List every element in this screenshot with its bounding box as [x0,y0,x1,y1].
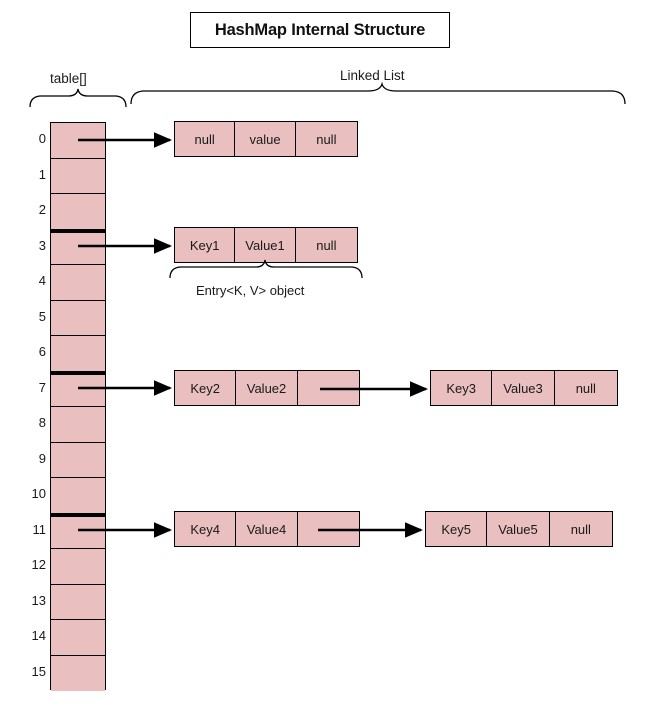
table-cell-14[interactable] [51,620,105,656]
table-cell-12[interactable] [51,549,105,585]
node-bucket0-0[interactable]: null value null [174,121,358,157]
table-cell-6[interactable] [51,336,105,372]
table-index-11: 11 [32,521,47,537]
node-key: Key3 [431,371,493,405]
table-array-label: table[] [50,71,87,86]
node-bucket7-1[interactable]: Key3 Value3 null [430,370,618,406]
node-next: null [549,512,612,546]
node-key: null [175,122,236,156]
table-index-10: 10 [31,486,46,501]
table-cell-8[interactable] [51,407,105,443]
linked-list-brace [130,81,626,105]
table-index-9: 9 [38,450,46,466]
node-next: null [295,228,357,262]
node-value: Value4 [236,512,298,546]
node-value: Value1 [235,228,296,262]
node-key: Key4 [175,512,237,546]
node-next: null [554,371,617,405]
table-brace [29,88,127,108]
node-bucket7-0[interactable]: Key2 Value2 [174,370,360,406]
node-next [297,371,360,405]
diagram-title-box: HashMap Internal Structure [190,12,450,48]
table-array [50,122,106,691]
node-value: Value2 [236,371,298,405]
table-cell-5[interactable] [51,300,105,336]
node-bucket3-0[interactable]: Key1 Value1 null [174,227,358,263]
node-next [297,512,360,546]
table-cell-13[interactable] [51,584,105,620]
table-index-8: 8 [38,415,46,430]
table-index-1: 1 [38,166,46,182]
node-value: Value3 [492,371,555,405]
node-value: Value5 [487,512,550,546]
node-value: value [235,122,296,156]
table-index-12: 12 [31,557,46,572]
table-index-14: 14 [31,628,46,643]
node-key: Key5 [426,512,488,546]
table-cell-7[interactable] [51,371,105,407]
table-cell-4[interactable] [51,265,105,301]
table-cell-15[interactable] [51,655,105,691]
table-index-5: 5 [38,308,46,324]
node-bucket11-1[interactable]: Key5 Value5 null [425,511,613,547]
table-cell-2[interactable] [51,194,105,230]
table-index-0: 0 [38,131,46,146]
entry-object-label: Entry<K, V> object [196,283,305,298]
table-index-3: 3 [38,237,46,253]
table-cell-3[interactable] [51,229,105,265]
node-key: Key1 [175,228,236,262]
table-index-13: 13 [31,592,46,608]
diagram-title: HashMap Internal Structure [214,20,426,39]
node-key: Key2 [175,371,237,405]
table-index-6: 6 [38,344,46,359]
node-next: null [295,122,357,156]
table-cell-9[interactable] [51,442,105,478]
table-cell-0[interactable] [51,123,105,159]
table-cell-10[interactable] [51,478,105,514]
node-bucket11-0[interactable]: Key4 Value4 [174,511,360,547]
table-index-2: 2 [38,202,46,217]
table-index-4: 4 [38,273,46,288]
table-cell-1[interactable] [51,158,105,194]
linked-list-label: Linked List [340,68,405,83]
table-cell-11[interactable] [51,513,105,549]
table-index-7: 7 [38,379,46,395]
table-index-15: 15 [31,663,46,679]
